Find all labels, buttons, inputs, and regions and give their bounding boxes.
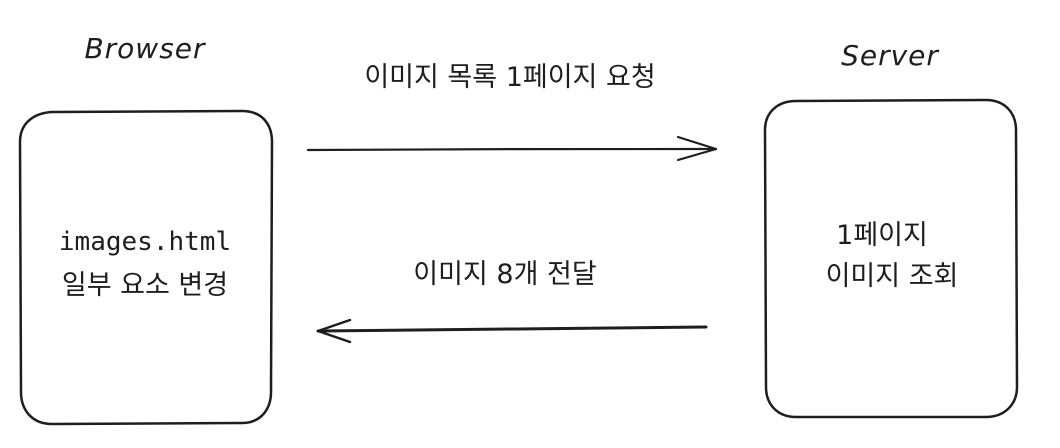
request-arrow	[306, 135, 718, 162]
browser-box	[18, 109, 274, 426]
browser-action-label: 일부 요소 변경	[62, 270, 228, 301]
request-label: 이미지 목록 1페이지 요청	[364, 62, 655, 93]
response-label: 이미지 8개 전달	[413, 259, 596, 290]
response-arrow	[316, 318, 708, 344]
server-box	[763, 98, 1019, 419]
server-action-label: 이미지 조회	[826, 261, 959, 292]
server-title: Server	[841, 39, 939, 72]
server-page-label: 1페이지	[836, 220, 928, 251]
browser-file-label: images.html	[59, 227, 231, 257]
browser-title: Browser	[84, 32, 206, 65]
